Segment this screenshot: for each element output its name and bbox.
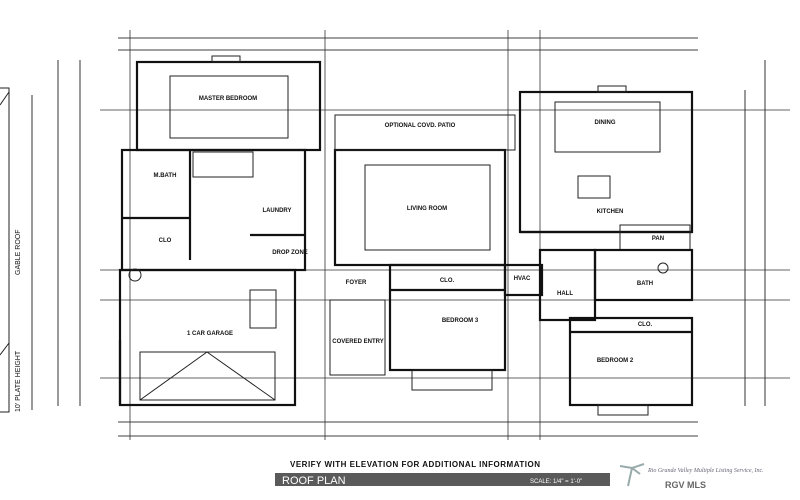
room-pan: PAN <box>652 236 664 242</box>
room-laundry: LAUNDRY <box>262 208 291 214</box>
room-clo-bed3: CLO. <box>440 278 455 284</box>
room-drop-zone: DROP ZONE <box>272 250 308 256</box>
rgv-mls-logo: Rio Grande Valley Multiple Listing Servi… <box>619 463 764 490</box>
room-bath: BATH <box>637 281 653 287</box>
gable-roof-label: GABLE ROOF <box>15 229 22 275</box>
room-living-room: LIVING ROOM <box>407 206 447 212</box>
room-foyer: FOYER <box>346 280 367 286</box>
dimension-lines <box>57 30 790 440</box>
scale-label: SCALE: 1/4" = 1'-0" <box>530 479 582 485</box>
title-bar <box>275 473 610 486</box>
plate-height-label: 10' PLATE HEIGHT <box>15 350 22 412</box>
room-bedroom3: BEDROOM 3 <box>442 318 479 324</box>
room-dining: DINING <box>595 120 616 126</box>
room-covered-entry: COVERED ENTRY <box>332 339 383 345</box>
verify-note: VERIFY WITH ELEVATION FOR ADDITIONAL INF… <box>290 460 541 469</box>
room-hall: HALL <box>557 291 573 297</box>
logo-brand: RGV MLS <box>665 480 706 490</box>
room-clo-bed2: CLO. <box>638 322 653 328</box>
room-m-bath: M.BATH <box>154 173 177 179</box>
room-kitchen: KITCHEN <box>597 209 624 215</box>
drawing-title: ROOF PLAN <box>282 475 346 487</box>
logo-text: Rio Grande Valley Multiple Listing Servi… <box>647 468 764 474</box>
walls <box>118 55 694 416</box>
room-labels: MASTER BEDROOM OPTIONAL COVD. PATIO DINI… <box>154 96 665 364</box>
room-hvac: HVAC <box>514 276 531 282</box>
room-bedroom2: BEDROOM 2 <box>597 358 634 364</box>
room-clo-master: CLO <box>159 238 172 244</box>
room-master-bedroom: MASTER BEDROOM <box>199 96 257 102</box>
side-elevation: GABLE ROOF 10' PLATE HEIGHT <box>0 87 33 413</box>
room-garage: 1 CAR GARAGE <box>187 331 233 337</box>
room-optional-patio: OPTIONAL COVD. PATIO <box>385 123 456 129</box>
